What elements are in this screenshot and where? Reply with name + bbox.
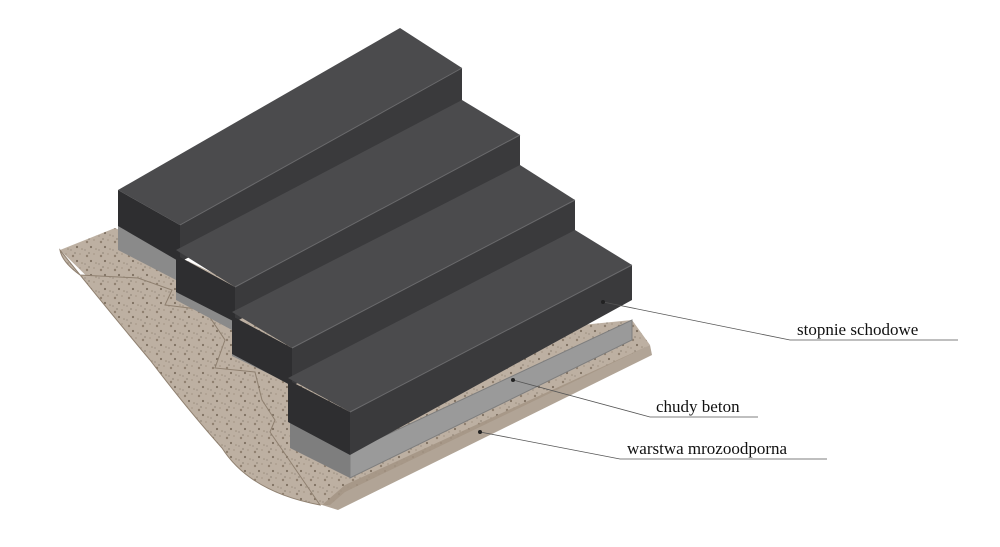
step-4-front (350, 265, 632, 455)
step-2-top (176, 100, 520, 287)
step-4-side (288, 380, 350, 455)
step-3-nosing (291, 199, 576, 349)
label-frost-layer: warstwa mrozoodporna (627, 439, 788, 458)
leader-concrete-dot (511, 378, 515, 382)
concrete-side-face (290, 420, 350, 478)
step-4 (288, 230, 632, 455)
leader-frost-dot (478, 430, 482, 434)
leader-concrete (512, 379, 758, 418)
step-1-nosing (179, 67, 463, 226)
leader-steps-dot (601, 300, 605, 304)
step-2-side (176, 255, 235, 322)
leader-lines (479, 301, 958, 460)
label-steps: stopnie schodowe (797, 320, 919, 339)
step-3-side (232, 316, 292, 386)
step-3-top (232, 165, 575, 348)
step-4-nosing (349, 264, 633, 413)
leader-dots (478, 300, 605, 434)
leader-steps (602, 301, 958, 341)
gravel-front-face (322, 345, 652, 510)
step-1-top (118, 28, 462, 225)
step-1-side (118, 190, 180, 262)
label-lean-concrete: chudy beton (656, 397, 740, 416)
step-2-nosing (234, 134, 521, 288)
leader-frost (479, 431, 827, 460)
step-4-top (288, 230, 632, 412)
gravel-side-profile (59, 248, 322, 506)
step-edge-lines (179, 67, 633, 413)
